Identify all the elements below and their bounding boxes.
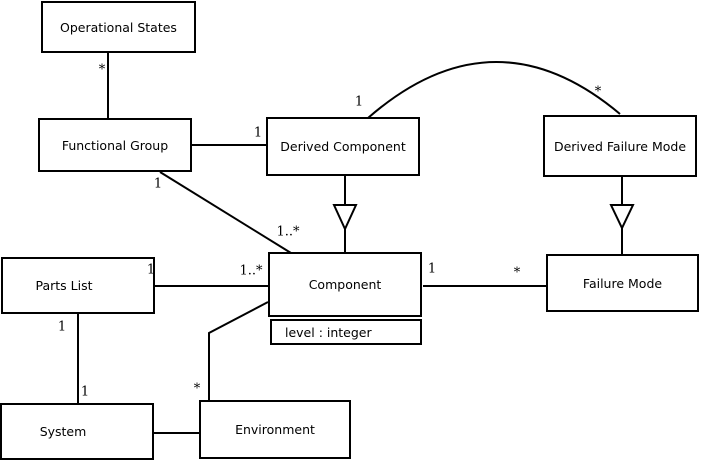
multiplicity-label: *	[513, 265, 521, 281]
node-derived-component: Derived Component	[266, 117, 420, 176]
multiplicity-label: 1..*	[239, 263, 263, 279]
multiplicity-label: *	[193, 381, 201, 397]
node-label: Derived Component	[280, 139, 406, 154]
node-component-attributes: level : integer	[270, 319, 422, 345]
multiplicity-label: *	[98, 62, 106, 78]
node-parts-list: Parts List	[1, 257, 155, 314]
node-label: Operational States	[60, 19, 177, 35]
node-label: Component	[308, 277, 382, 292]
node-failure-mode: Failure Mode	[546, 254, 699, 312]
node-system: System	[0, 403, 154, 460]
node-label: Failure Mode	[582, 275, 663, 291]
association-arc-derived-component-derived-failure-mode	[367, 61, 621, 119]
node-label: System	[39, 424, 87, 439]
multiplicity-label: 1	[354, 94, 364, 110]
node-label: Environment	[235, 422, 315, 437]
generalization-arrow-icon	[332, 204, 358, 232]
multiplicity-label: 1	[146, 262, 156, 278]
association-environment-component	[208, 301, 269, 400]
node-label: Parts List	[35, 278, 93, 293]
node-environment: Environment	[199, 400, 351, 459]
multiplicity-label: *	[594, 84, 602, 100]
node-derived-failure-mode: Derived Failure Mode	[543, 115, 697, 177]
node-label: Functional Group	[61, 137, 169, 153]
multiplicity-label: 1..*	[276, 224, 300, 240]
generalization-arrow-icon	[609, 204, 635, 231]
node-operational-states: Operational States	[41, 1, 196, 53]
multiplicity-label: 1	[57, 319, 67, 335]
multiplicity-label: 1	[80, 384, 90, 400]
node-label: Derived Failure Mode	[553, 138, 687, 154]
node-component-title: Component	[268, 252, 422, 317]
multiplicity-label: 1	[153, 176, 163, 192]
multiplicity-label: 1	[427, 261, 437, 277]
association-functional-group-component	[159, 171, 292, 254]
node-functional-group: Functional Group	[38, 118, 192, 172]
attribute-label: level : integer	[285, 324, 372, 340]
multiplicity-label: 1	[253, 125, 263, 141]
